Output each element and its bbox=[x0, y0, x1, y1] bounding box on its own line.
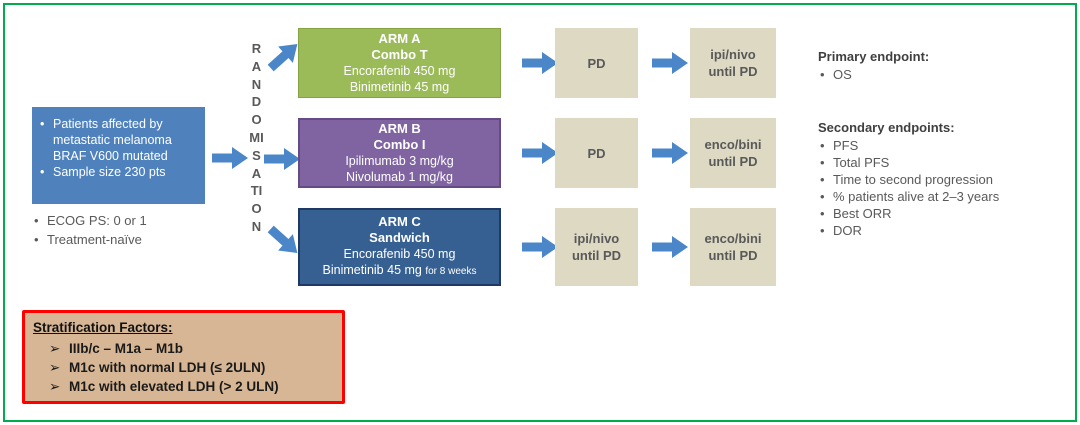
stage-box-pd-arm-b: PD bbox=[555, 118, 638, 188]
arm-a-drug2: Binimetinib 45 mg bbox=[349, 80, 450, 94]
arm-c-title: ARM C bbox=[378, 214, 421, 229]
secondary-endpoints-title: Secondary endpoints: bbox=[818, 120, 955, 135]
ecog-item: ECOG PS: 0 or 1 bbox=[32, 211, 222, 230]
arm-c-drug2: Binimetinib 45 mg for 8 weeks bbox=[322, 263, 477, 277]
arm-c-box: ARM C Sandwich Encorafenib 450 mg Binime… bbox=[298, 208, 501, 286]
patient-population-item: Patients affected by metastatic melanoma… bbox=[38, 116, 201, 164]
arm-a-title: ARM A bbox=[378, 31, 421, 46]
treatment-naive-item: Treatment-naïve bbox=[32, 230, 222, 249]
arm-b-regimen: Combo I bbox=[373, 137, 426, 152]
arm-a-box: ARM A Combo T Encorafenib 450 mg Binimet… bbox=[298, 28, 501, 98]
stage-box-pd-arm-a: PD bbox=[555, 28, 638, 98]
stratification-item: IIIb/c – M1a – M1b bbox=[47, 339, 334, 358]
primary-endpoint-item: OS bbox=[818, 66, 1078, 83]
stratification-item: M1c with elevated LDH (> 2 ULN) bbox=[47, 377, 334, 396]
arrow-right-icon bbox=[652, 236, 688, 258]
secondary-endpoint-item: PFS bbox=[818, 137, 1078, 154]
arm-c-drug1: Encorafenib 450 mg bbox=[343, 247, 456, 261]
arm-b-title: ARM B bbox=[378, 121, 421, 136]
stratification-factors-box: Stratification Factors: IIIb/c – M1a – M… bbox=[22, 310, 345, 404]
arm-a-regimen: Combo T bbox=[371, 47, 428, 62]
arrow-right-icon bbox=[522, 236, 558, 258]
arm-c-regimen: Sandwich bbox=[369, 230, 430, 245]
endpoints-panel: Primary endpoint: OS Secondary endpoints… bbox=[818, 48, 1078, 239]
secondary-endpoint-item: Time to second progression bbox=[818, 171, 1078, 188]
primary-endpoint-title: Primary endpoint: bbox=[818, 49, 930, 64]
arrow-right-icon bbox=[264, 148, 300, 170]
arm-a-drug1: Encorafenib 450 mg bbox=[343, 64, 456, 78]
arrow-down-right-icon bbox=[263, 221, 304, 261]
arrow-right-icon bbox=[522, 142, 558, 164]
arm-b-box: ARM B Combo I Ipilimumab 3 mg/kg Nivolum… bbox=[298, 118, 501, 188]
eligibility-criteria: ECOG PS: 0 or 1 Treatment-naïve bbox=[32, 211, 222, 249]
arm-b-drug1: Ipilimumab 3 mg/kg bbox=[345, 154, 454, 168]
stratification-item: M1c with normal LDH (≤ 2ULN) bbox=[47, 358, 334, 377]
secondary-endpoint-item: Best ORR bbox=[818, 205, 1078, 222]
secondary-endpoint-item: Total PFS bbox=[818, 154, 1078, 171]
arrow-up-right-icon bbox=[263, 36, 304, 76]
patient-population-box: Patients affected by metastatic melanoma… bbox=[32, 107, 205, 204]
arrow-right-icon bbox=[212, 147, 248, 169]
arrow-right-icon bbox=[652, 142, 688, 164]
stratification-title: Stratification Factors: bbox=[33, 320, 173, 335]
arrow-right-icon bbox=[522, 52, 558, 74]
secondary-endpoint-item: DOR bbox=[818, 222, 1078, 239]
arrow-right-icon bbox=[652, 52, 688, 74]
randomisation-label: RANDOMISATION bbox=[249, 41, 264, 234]
sample-size-item: Sample size 230 pts bbox=[38, 164, 201, 180]
secondary-endpoint-item: % patients alive at 2–3 years bbox=[818, 188, 1078, 205]
arm-b-drug2: Nivolumab 1 mg/kg bbox=[346, 170, 453, 184]
